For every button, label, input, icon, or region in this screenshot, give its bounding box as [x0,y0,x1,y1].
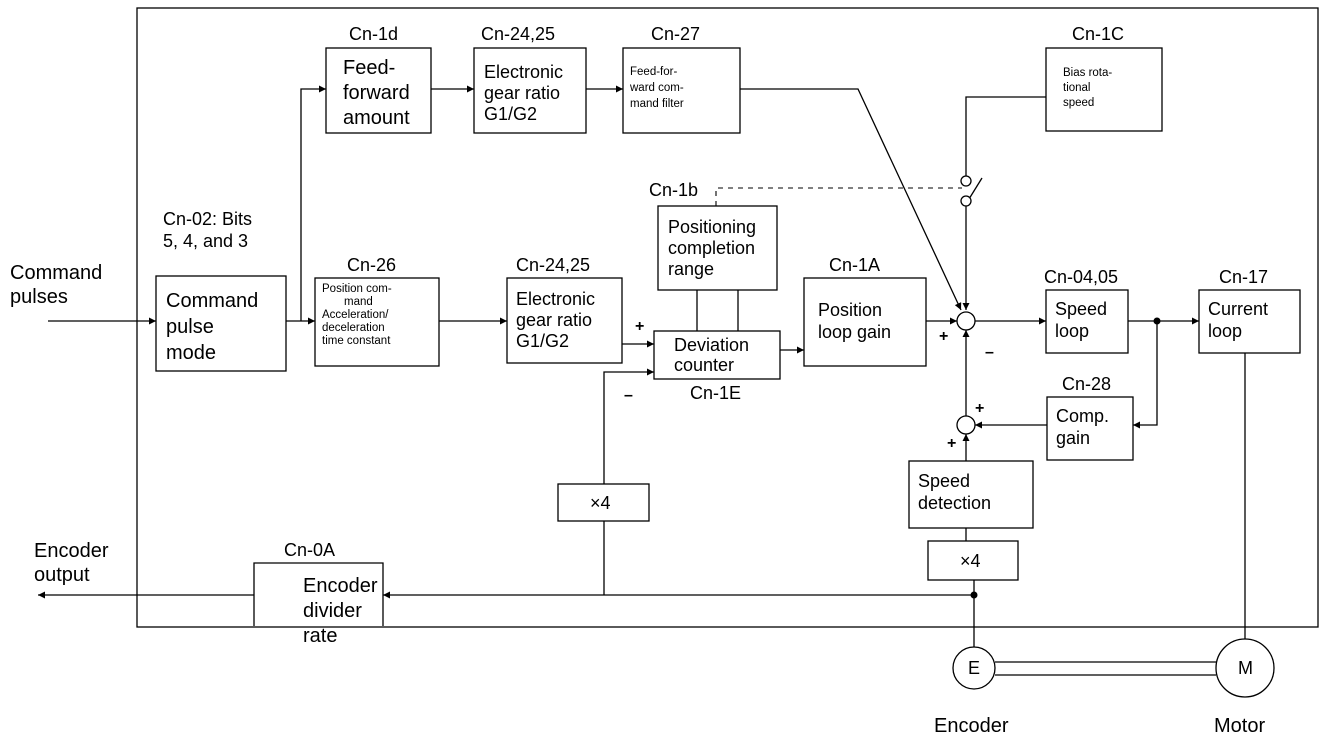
motor-symbol: M [1238,658,1253,678]
x4-feedback-block: ×4 [557,483,650,522]
branch-point-speed [1153,317,1161,325]
feedforward-amount-param: Cn-1d [349,24,398,44]
ff-filter-text: Feed-for-ward com-mand filter [629,66,684,110]
signs: + – + – + + [624,318,994,452]
encoder-label: Encoder [934,715,1009,737]
ff-filter-param: Cn-27 [651,24,700,44]
switch-contact-top [960,175,972,187]
comp-gain-block: Cn-28 Comp.gain [1046,374,1134,461]
position-loop-gain-param: Cn-1A [829,255,880,275]
sign-plus-detection: + [947,435,956,452]
branch-point-encoder [970,591,978,599]
x4-feedback-text: ×4 [590,493,611,513]
signal-lines [38,85,1246,676]
sign-minus-feedback: – [985,344,994,361]
sign-plus-comp: + [975,400,984,417]
summing-node-speed [956,311,976,331]
positioning-range-param: Cn-1b [649,180,698,200]
sign-minus-deviation: – [624,387,633,404]
encoder-divider-param: Cn-0A [284,540,335,560]
comp-gain-param: Cn-28 [1062,374,1111,394]
comp-gain-text: Comp.gain [1056,406,1109,448]
sign-plus-position: + [939,328,948,345]
x4-speed-text: ×4 [960,551,981,571]
servo-driver-frame [136,7,1319,628]
motor-label: Motor [1214,715,1265,737]
ff-filter-block: Cn-27 Feed-for-ward com-mand filter [622,24,741,134]
deviation-counter-param: Cn-1E [690,383,741,403]
motor-device: M Motor [1214,638,1275,737]
gear-ratio-main-param: Cn-24,25 [516,255,590,275]
current-loop-param: Cn-17 [1219,267,1268,287]
sign-plus-deviation: + [635,318,644,335]
encoder-symbol: E [968,658,980,678]
speed-loop-param: Cn-04,05 [1044,267,1118,287]
encoder-device: E Encoder [934,646,1009,737]
x4-speed-block: ×4 [927,540,1019,581]
gear-ratio-ff-param: Cn-24,25 [481,24,555,44]
accel-decel-param: Cn-26 [347,255,396,275]
bias-speed-param: Cn-1C [1072,24,1124,44]
switch-contact-bottom [960,195,972,207]
summing-node-comp [956,415,976,435]
